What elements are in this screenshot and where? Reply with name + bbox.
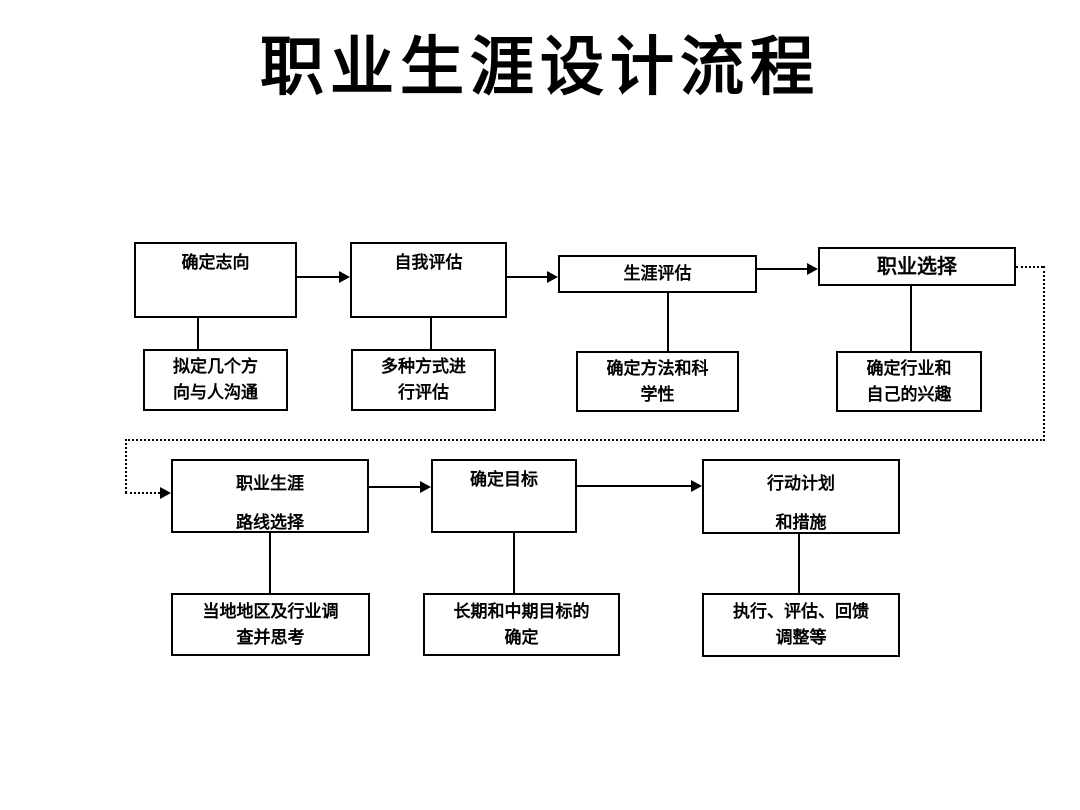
flow-box-text-line: 行评估 [398, 383, 449, 402]
dotted-feedback-segment-left-down [125, 439, 127, 493]
connector-self-to-career-assessment [507, 276, 547, 278]
connector-action-detail [798, 534, 800, 593]
arrowhead-right-icon [547, 271, 558, 283]
arrowhead-right-icon [691, 480, 702, 492]
connector-aspiration-to-self [297, 276, 339, 278]
flow-box-set-goals: 确定目标 [431, 459, 577, 533]
flow-box-text-line: 查并思考 [236, 627, 305, 647]
flow-box-text-line: 确定 [504, 627, 539, 647]
flow-box-label: 自我评估 [394, 253, 463, 272]
flow-box-label: 职业选择 [877, 255, 957, 278]
connector-route-to-goals [369, 486, 420, 488]
flow-box-determine-aspiration: 确定志向 [134, 242, 297, 318]
flow-box-text-line: 确定方法和科 [606, 358, 709, 378]
arrowhead-right-icon [420, 481, 431, 493]
connector-aspiration-detail [197, 318, 199, 349]
flow-box-text-line: 行动计划 [767, 474, 835, 493]
flow-box-method-science: 确定方法和科 学性 [576, 351, 739, 412]
flow-box-text-line: 确定行业和 [866, 358, 952, 378]
flow-box-long-mid-goals: 长期和中期目标的 确定 [423, 593, 620, 656]
flow-box-text-line: 向与人沟通 [173, 383, 258, 402]
flow-box-label: 生涯评估 [623, 264, 692, 283]
flow-box-industry-interest: 确定行业和 自己的兴趣 [836, 351, 982, 412]
flow-box-text-line: 当地地区及行业调 [202, 601, 339, 621]
flow-box-draft-directions: 拟定几个方 向与人沟通 [143, 349, 288, 411]
flow-box-local-industry-survey: 当地地区及行业调 查并思考 [171, 593, 370, 656]
connector-self-detail [430, 318, 432, 349]
flow-box-action-plan: 行动计划 和措施 [702, 459, 900, 534]
flow-box-execute-evaluate-feedback: 执行、评估、回馈 调整等 [702, 593, 900, 657]
flow-box-text-line: 职业生涯 [236, 474, 304, 493]
flow-box-text-line: 调整等 [775, 628, 827, 647]
flow-box-self-assessment: 自我评估 [350, 242, 507, 318]
flow-box-text-line: 拟定几个方 [173, 357, 258, 376]
dotted-feedback-segment-right [1016, 266, 1043, 268]
dotted-feedback-segment-into-route [125, 492, 160, 494]
page-title: 职业生涯设计流程 [260, 30, 820, 105]
flow-box-multiple-methods: 多种方式进 行评估 [351, 349, 496, 411]
connector-choice-detail [910, 286, 912, 351]
dotted-feedback-segment-across [125, 439, 1045, 441]
flow-box-career-route-choice: 职业生涯 路线选择 [171, 459, 369, 533]
flow-box-text-line: 自己的兴趣 [866, 384, 952, 404]
flow-box-text-line: 和措施 [775, 513, 827, 532]
dotted-feedback-segment-down [1043, 266, 1045, 441]
arrowhead-right-icon [807, 263, 818, 275]
connector-route-detail [269, 533, 271, 593]
flow-box-career-choice: 职业选择 [818, 247, 1016, 286]
flow-box-text-line: 执行、评估、回馈 [733, 602, 869, 621]
flow-box-label: 确定志向 [181, 253, 250, 272]
flow-box-text-line: 确定目标 [470, 470, 538, 489]
connector-assessment-to-choice [757, 268, 807, 270]
arrowhead-right-icon [339, 271, 350, 283]
flow-box-career-assessment: 生涯评估 [558, 255, 757, 293]
connector-assessment-detail [667, 293, 669, 351]
flow-box-text-line: 路线选择 [236, 513, 304, 532]
flow-box-text-line: 多种方式进 [381, 357, 466, 376]
connector-goals-detail [513, 533, 515, 593]
arrowhead-right-icon [160, 487, 171, 499]
connector-goals-to-action [577, 485, 691, 487]
flow-box-text-line: 长期和中期目标的 [453, 601, 590, 621]
flow-box-text-line: 学性 [640, 384, 675, 404]
